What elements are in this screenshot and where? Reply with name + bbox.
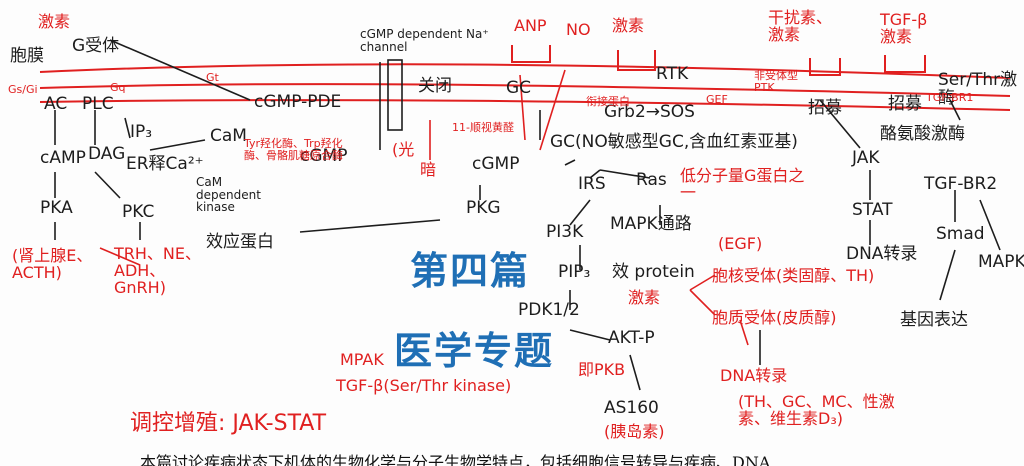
hormone-label-3: 激素 (628, 288, 661, 307)
channel-shape (387, 59, 403, 131)
plc-label: PLC (82, 94, 114, 114)
cam-kinase-label: CaM dependent kinase (196, 175, 261, 215)
tyr-enzymes-label: Tyr羟化酶、Trp羟化酶、骨骼肌糖原合酶 (244, 137, 343, 162)
cam-label: CaM (210, 126, 247, 146)
tgf-hormone-label: TGF-β激素 (880, 10, 928, 46)
gef-label: GEF (706, 93, 728, 106)
dag-label: DAG (88, 144, 126, 164)
recruit-label-1: 招募 (808, 98, 842, 118)
mapk-right-label: MAPK (978, 252, 1024, 272)
gpcr-label: G受体 (72, 36, 120, 56)
as160-note-label: (胰岛素) (604, 422, 665, 441)
red-arrows (99, 69, 749, 346)
gene-expression-label: 基因表达 (900, 310, 968, 330)
receptor-shapes (511, 45, 926, 76)
light-label: (光 (392, 140, 415, 159)
cgmp-channel-label: cGMP dependent Na⁺ channel (360, 27, 489, 54)
intro-caption: 本篇讨论疾病状态下机体的生物化学与分子生物学特点，包括细胞信号转导与疾病、DNA (140, 453, 771, 466)
cgmp-pde-label: cGMP-PDE (254, 92, 342, 112)
hormone-label-2: 激素 (612, 16, 645, 35)
cgmp-left-label: cGMP (300, 146, 348, 166)
dna-trans-2-label: DNA转录 (846, 244, 918, 264)
pkg-label: PKG (466, 198, 501, 218)
camp-label: cAMP (40, 148, 86, 168)
gt-label: Gt (206, 71, 219, 84)
as160-label: AS160 (604, 398, 659, 418)
transcription-list-label: (TH、GC、MC、性激素、维生素D₃) (738, 392, 895, 428)
grb2-sos-label: Grb2→SOS (604, 102, 695, 122)
mapk-path-label: MAPK通路 (610, 214, 692, 234)
gc-full-label: GC(NO敏感型GC,含血红素亚基) (550, 132, 798, 152)
membrane-lines (39, 63, 1011, 111)
ser-thr-label: Ser/Thr激酶 (938, 70, 1018, 108)
tgf-br1-label: TGF-BR1 (926, 91, 974, 104)
gq-label: Gq (110, 81, 126, 94)
akt-label: AKT-P (608, 328, 655, 348)
cyto-receptor-label: 胞质受体(皮质醇) (712, 308, 837, 327)
pip3-label: PIP₃ (558, 262, 591, 282)
smad-label: Smad (936, 224, 985, 244)
irs-label: IRS (578, 174, 606, 194)
gc-label: GC (506, 78, 532, 98)
tgf-beta-line-label: TGF-β(Ser/Thr kinase) (336, 376, 512, 395)
pkc-label: PKC (122, 202, 155, 222)
small-g-label: 低分子量G蛋白之一 (680, 166, 805, 202)
ac-label: AC (44, 94, 68, 114)
effector-protein-label: 效应蛋白 (206, 232, 274, 252)
membrane-label: 胞膜 (10, 46, 44, 66)
egf-label: (EGF) (718, 234, 763, 253)
gs-gi-label: Gs/Gi (8, 83, 38, 96)
no-label: NO (566, 20, 591, 39)
pkb-label: 即PKB (578, 360, 626, 379)
pi3k-label: PI3K (546, 222, 584, 242)
er-calcium-label: ER释Ca²⁺ (126, 154, 204, 174)
dim-label: 暗 (420, 160, 437, 179)
tgf-br2-label: TGF-BR2 (924, 174, 998, 194)
non-receptor-ptk-label: 非受体型PTK (754, 69, 798, 94)
recruit-label-2: 招募 (888, 94, 922, 114)
interferon-label: 干扰素、激素 (768, 8, 833, 44)
stat-label: STAT (852, 200, 893, 220)
mpak-label: MPAK (340, 350, 384, 369)
cgmp-right-label: cGMP (472, 154, 520, 174)
nuclear-receptor-label: 胞核受体(类固醇、TH) (712, 266, 875, 285)
effect-protein-label: 效 protein (612, 262, 695, 282)
ras-label: Ras (636, 170, 667, 190)
hormone-label-1: 激素 (38, 12, 71, 31)
anp-label: ANP (514, 16, 547, 35)
jak-label: JAK (852, 148, 880, 168)
pdk-label: PDK1/2 (518, 300, 580, 320)
adaptor-label: 衔接蛋白 (586, 95, 630, 108)
pathway-arrows (54, 39, 1001, 391)
part-title: 第四篇 (410, 249, 531, 293)
pkc-targets-label: TRH、NE、ADH、GnRH) (114, 244, 202, 297)
ip3-label: IP₃ (130, 122, 153, 142)
pka-targets-label: (肾上腺E、ACTH) (12, 246, 93, 282)
vision-note-label: 11-顺视黄醛 (452, 121, 514, 134)
close-label: 关闭 (418, 76, 452, 96)
pka-label: PKA (40, 198, 73, 218)
regulation-label: 调控增殖: JAK-STAT (130, 411, 327, 436)
tyrosine-kinase-label: 酪氨酸激酶 (880, 124, 965, 144)
rtk-label: RTK (656, 64, 689, 84)
dna-transcription-label: DNA转录 (720, 366, 788, 385)
part-subtitle: 医学专题 (394, 329, 555, 373)
